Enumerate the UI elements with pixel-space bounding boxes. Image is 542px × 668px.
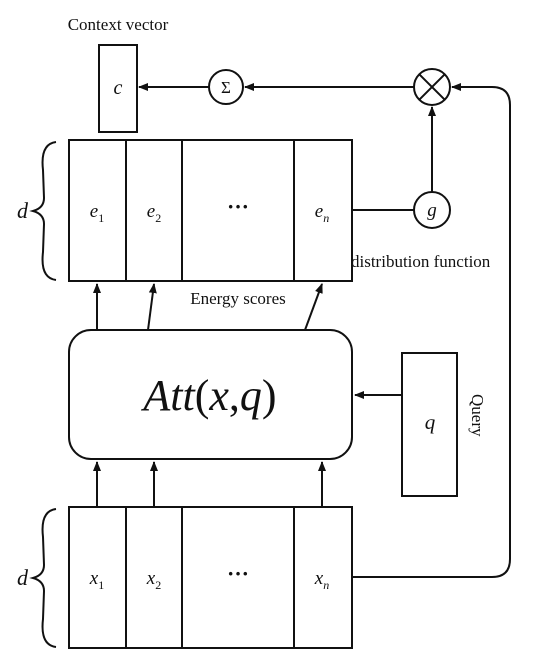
dimension-label-bottom: d [17, 565, 29, 590]
att-to-e2-arrow [147, 283, 157, 331]
distribution-function-label: distribution function [351, 252, 491, 271]
svg-text:···: ··· [227, 561, 249, 586]
context-vector-symbol: c [114, 77, 123, 99]
dimension-brace-top [29, 141, 57, 281]
query-label: Query [468, 394, 487, 437]
energy-cell-2: e2 [147, 201, 161, 225]
energy-scores-row [68, 139, 353, 282]
att-to-en-arrow [304, 283, 323, 331]
input-cell-1: x1 [89, 568, 104, 592]
dimension-brace-bottom [29, 508, 57, 648]
svg-text:x2: x2 [146, 568, 161, 592]
input-cell-n: xn [314, 568, 329, 592]
query-box [401, 352, 458, 497]
svg-text:en: en [315, 201, 329, 225]
attention-block [68, 329, 353, 460]
energy-cell-n: en [315, 201, 329, 225]
input-cell-2: x2 [146, 568, 161, 592]
context-vector-title: Context vector [68, 15, 169, 34]
svg-text:xn: xn [314, 568, 329, 592]
input-cell-ellipsis: ··· [227, 561, 249, 586]
attention-formula: Att(x,q) [140, 371, 276, 420]
svg-text:x1: x1 [89, 568, 104, 592]
query-symbol: q [425, 410, 436, 434]
svg-text:e1: e1 [90, 201, 104, 225]
svg-text:e2: e2 [147, 201, 161, 225]
energy-scores-label: Energy scores [190, 289, 286, 308]
energy-cell-1: e1 [90, 201, 104, 225]
energy-cell-ellipsis: ··· [227, 194, 249, 219]
dimension-label-top: d [17, 198, 29, 223]
svg-text:···: ··· [227, 194, 249, 219]
multiply-cross-2 [418, 73, 446, 101]
distribution-symbol: g [427, 200, 437, 221]
input-to-multiply-feedback-line [352, 83, 511, 578]
sum-symbol: Σ [221, 78, 231, 97]
input-row [68, 506, 353, 649]
context-vector-box [98, 44, 138, 133]
